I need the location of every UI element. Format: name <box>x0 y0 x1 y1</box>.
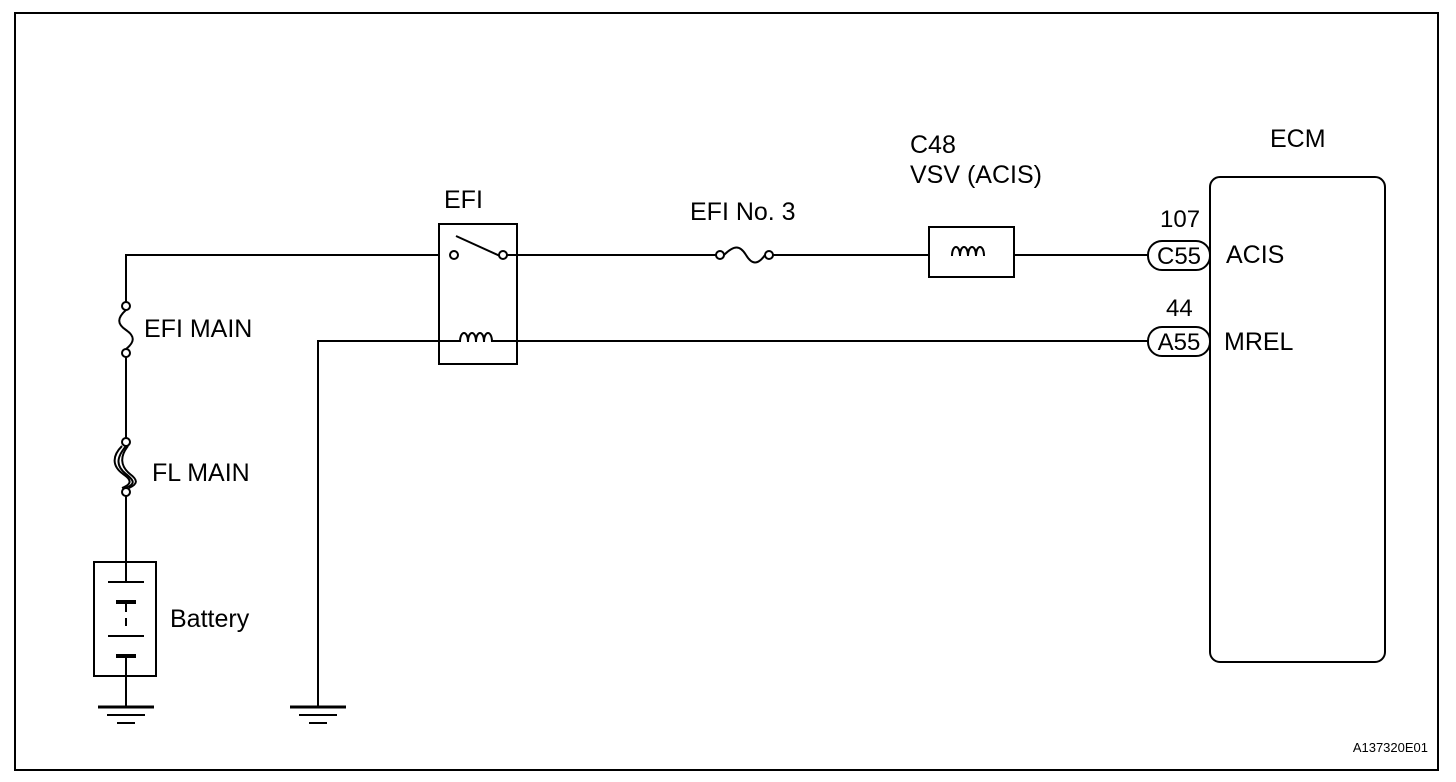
vsv-acis-solenoid <box>928 226 1015 278</box>
efi-main-fuse <box>118 301 134 358</box>
connector-code-c48: C48 <box>910 131 956 159</box>
pin-number-mrel: 44 <box>1166 295 1193 322</box>
fl-main-label: FL MAIN <box>152 459 250 487</box>
battery-symbol <box>93 561 157 677</box>
connector-label-c55: C55 <box>1157 243 1201 270</box>
efi-no3-fuse <box>715 246 774 264</box>
relay-ground-wiring <box>317 340 460 707</box>
figure-code: A137320E01 <box>1353 740 1428 755</box>
signal-label-mrel: MREL <box>1224 328 1294 356</box>
relay-ground-icon <box>290 705 346 724</box>
efi-no3-label: EFI No. 3 <box>690 198 796 226</box>
efi-main-label: EFI MAIN <box>144 315 252 343</box>
vsv-label: VSV (ACIS) <box>910 161 1042 189</box>
battery-label: Battery <box>170 605 250 633</box>
ecm-label: ECM <box>1270 125 1326 153</box>
ecm-pin-acis: 107 C55 ACIS <box>1147 206 1284 271</box>
efi-relay-label: EFI <box>444 186 483 214</box>
connector-label-a55: A55 <box>1158 329 1201 356</box>
diagram-frame <box>14 12 1439 771</box>
ecm-pin-mrel: 44 A55 MREL <box>1147 295 1294 357</box>
signal-label-acis: ACIS <box>1226 241 1284 269</box>
connector-badge-c55 <box>1147 240 1211 271</box>
pin-number-acis: 107 <box>1160 206 1200 233</box>
efi-relay <box>438 223 518 365</box>
fl-main-fusible-link <box>113 437 137 497</box>
battery-ground-icon <box>98 676 154 724</box>
ecm-box <box>1209 176 1386 663</box>
connector-badge-a55 <box>1147 326 1211 357</box>
